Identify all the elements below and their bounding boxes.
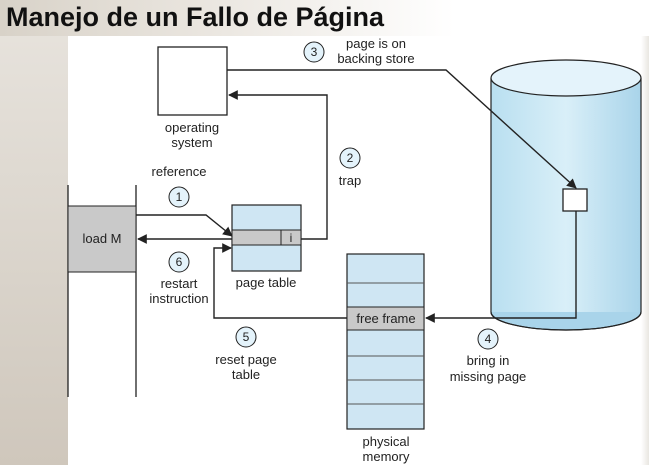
trap-arrow: [228, 90, 328, 240]
reference-arrow: [136, 214, 233, 237]
slide-title: Manejo de un Fallo de Página: [6, 2, 385, 32]
step-3-label-line2: backing store: [337, 51, 414, 66]
load-m-label: load M: [82, 231, 121, 246]
step-4-number: 4: [485, 332, 492, 346]
invalid-bit-label: i: [290, 231, 293, 245]
memory-label-line2: memory: [363, 449, 410, 464]
step-2-number: 2: [347, 151, 354, 165]
page-on-disk-box: [562, 188, 588, 212]
step-4: 4 bring in missing page: [450, 328, 527, 384]
step-4-label-line2: missing page: [450, 369, 527, 384]
slide-left-band: [0, 0, 68, 465]
step-5-number: 5: [243, 330, 250, 344]
step-4-label-line1: bring in: [467, 353, 510, 368]
locate-page-arrow: [227, 69, 577, 189]
free-frame-label: free frame: [356, 311, 415, 326]
step-5-label-line2: table: [232, 367, 260, 382]
step-3-number: 3: [311, 45, 318, 59]
step-3: 3 page is on backing store: [303, 36, 415, 66]
step-2: 2 trap: [339, 147, 361, 188]
os-label-line2: system: [171, 135, 212, 150]
step-5: 5 reset page table: [215, 326, 277, 382]
os-label-line1: operating: [165, 120, 219, 135]
step-6-label-line1: restart: [161, 276, 198, 291]
step-1-label: reference: [152, 164, 207, 179]
bring-in-page-arrow: [425, 211, 577, 323]
step-3-label-line1: page is on: [346, 36, 406, 51]
step-6-number: 6: [176, 255, 183, 269]
physical-memory-box: [346, 253, 425, 430]
load-m-instruction-box: [67, 205, 137, 273]
operating-system-box: [157, 46, 228, 116]
memory-frame-dividers: [347, 282, 424, 405]
page-table-label: page table: [236, 275, 297, 290]
memory-label-line1: physical: [363, 434, 410, 449]
step-5-label-line1: reset page: [215, 352, 276, 367]
step-1-number: 1: [176, 190, 183, 204]
title-bar: [0, 0, 649, 36]
step-1: 1 reference: [152, 164, 207, 208]
step-6: 6 restart instruction: [149, 251, 209, 306]
step-2-label: trap: [339, 173, 361, 188]
step-6-label-line2: instruction: [149, 291, 208, 306]
reset-page-table-arrow: [213, 243, 347, 319]
slide-right-edge: [641, 36, 649, 465]
page-table-entry: [231, 229, 302, 246]
